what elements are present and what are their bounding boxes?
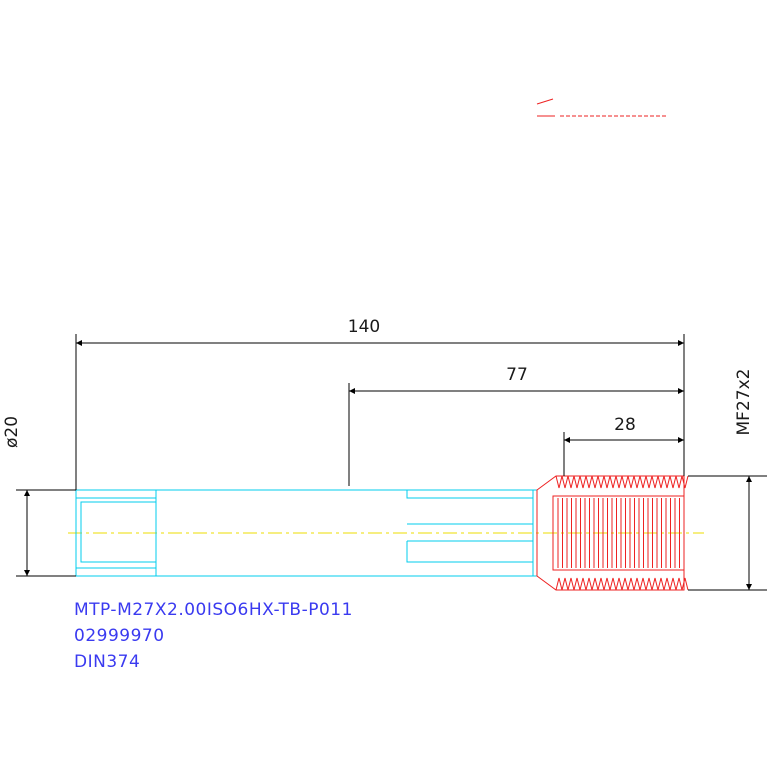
view-marker bbox=[536, 98, 668, 117]
dim-text-77: 77 bbox=[506, 365, 528, 385]
tap-shank-outline bbox=[75, 489, 537, 577]
dim-text-dia20: ø20 bbox=[2, 416, 22, 448]
tap-thread bbox=[536, 475, 689, 591]
dim-text-28: 28 bbox=[614, 415, 636, 435]
part-designation: MTP-M27X2.00ISO6HX-TB-P011 bbox=[74, 600, 353, 620]
dim-text-mf27x2: MF27x2 bbox=[734, 369, 754, 436]
dimension-lines bbox=[16, 334, 767, 591]
dim-text-140: 140 bbox=[348, 317, 380, 337]
part-standard: DIN374 bbox=[74, 652, 141, 672]
part-number: 02999970 bbox=[74, 626, 165, 646]
